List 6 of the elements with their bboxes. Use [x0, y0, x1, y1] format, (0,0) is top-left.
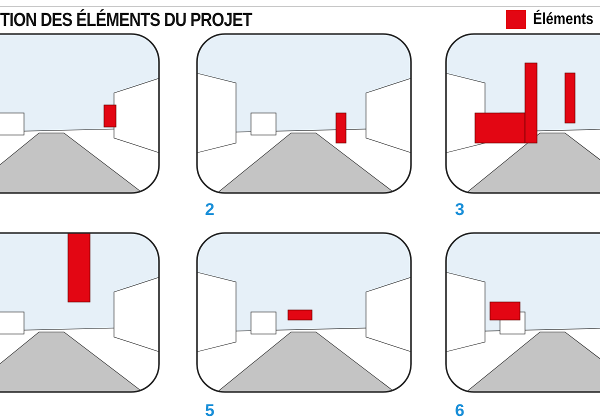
panel-number: 2	[205, 200, 214, 220]
heading: TION DES ÉLÉMENTS DU PROJET	[0, 10, 252, 32]
legend-label: Éléments	[533, 11, 594, 29]
panel-number: 5	[205, 401, 214, 420]
panel-number: 6	[455, 401, 464, 420]
panel-number: 3	[455, 200, 464, 220]
